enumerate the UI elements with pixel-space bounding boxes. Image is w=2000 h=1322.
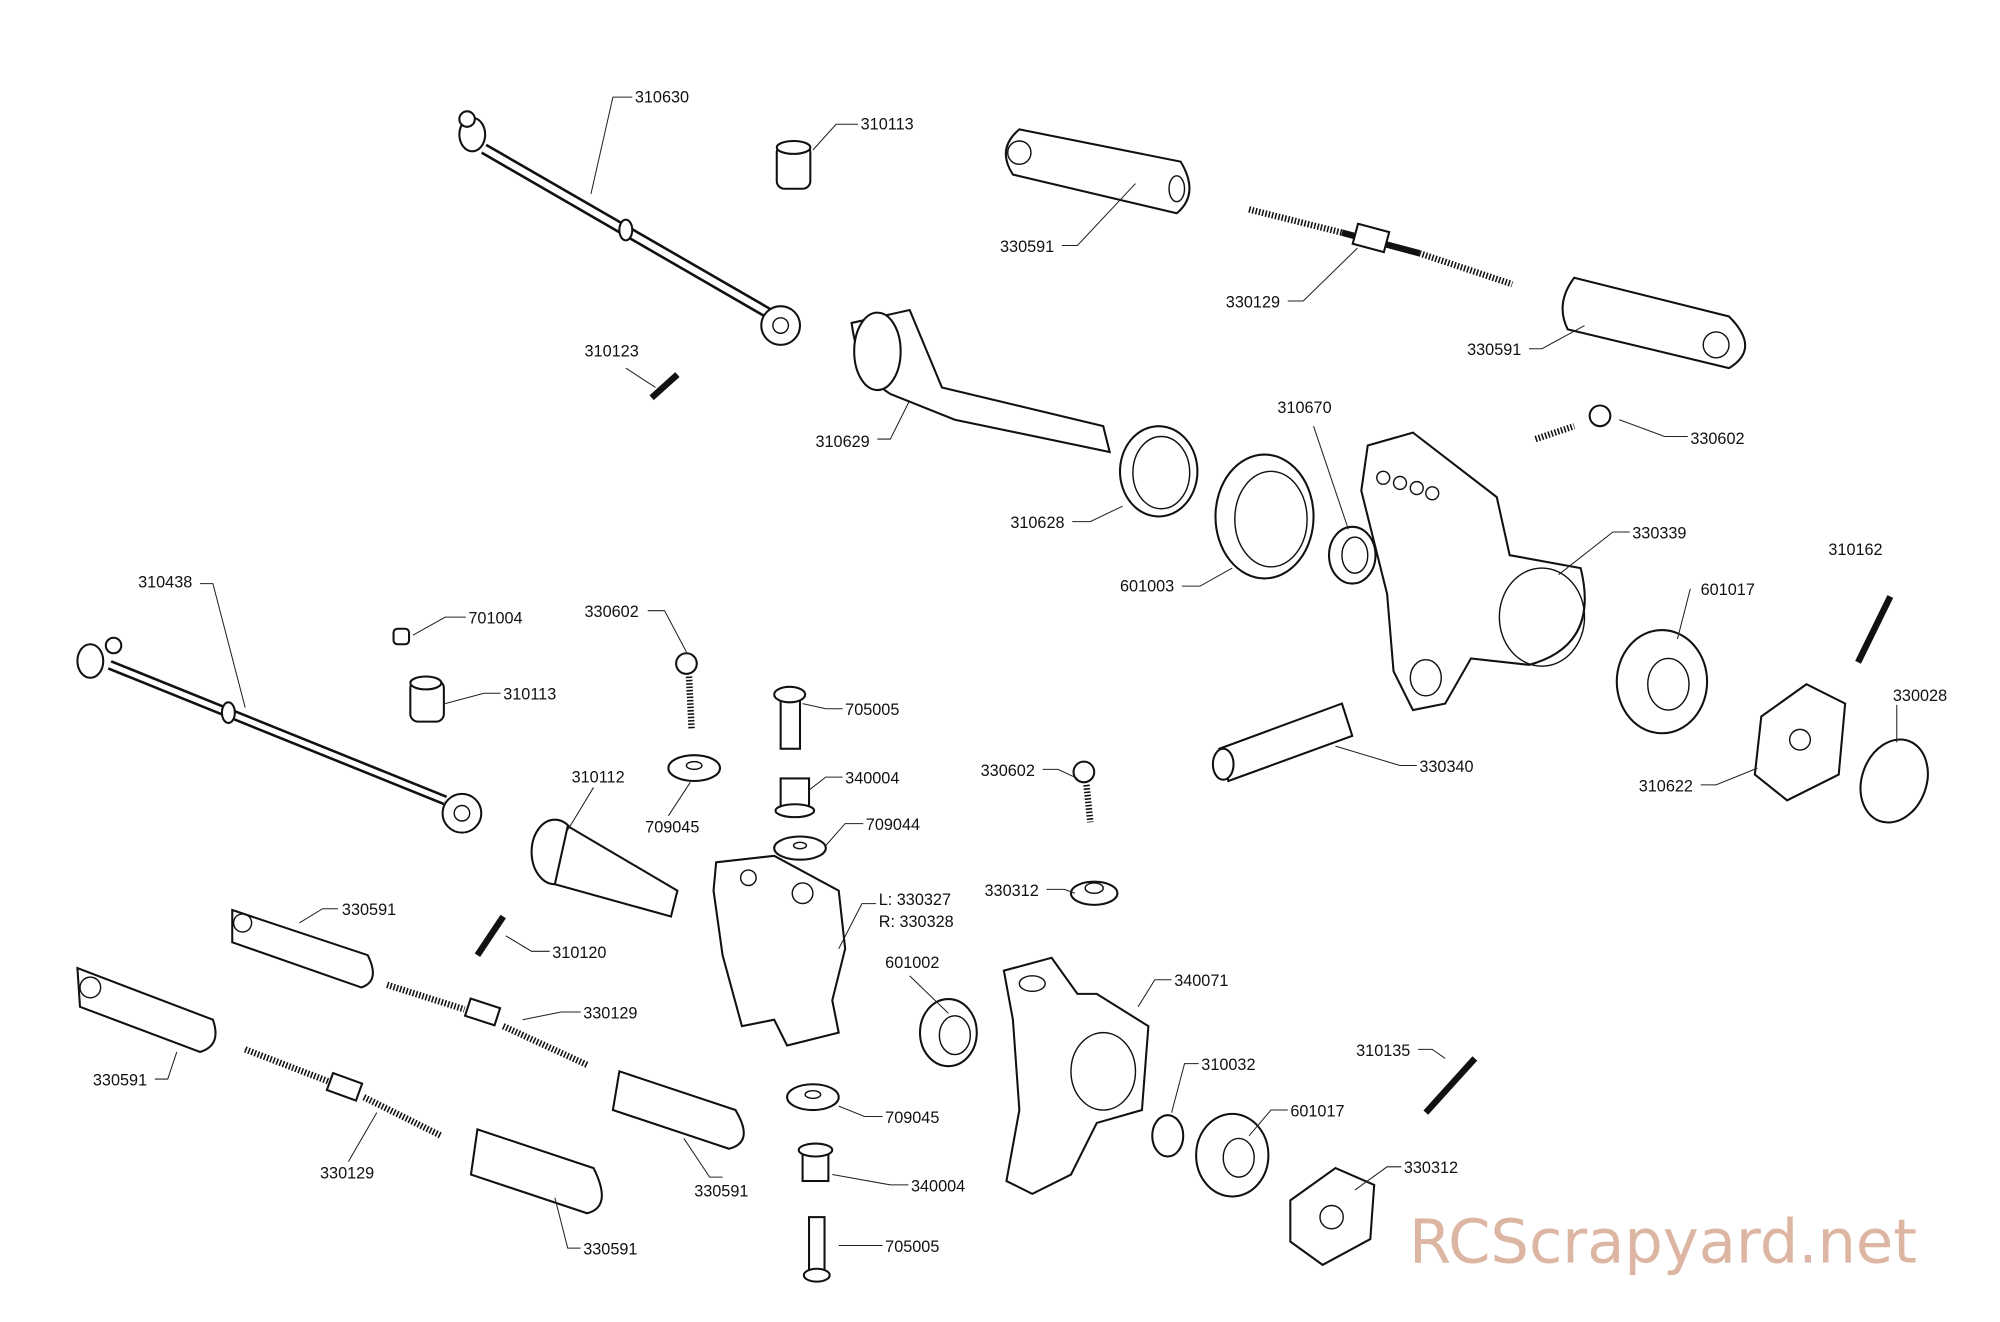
driveshaft-310438	[76, 636, 483, 834]
part-label: 310135	[1356, 1042, 1410, 1060]
hub-carrier-330339	[1360, 431, 1586, 712]
o-ring-330028	[1859, 738, 1929, 824]
bushing-340004-b	[797, 1142, 834, 1183]
part-label: 330602	[1690, 430, 1744, 448]
part-label: 310629	[815, 433, 869, 451]
rod-end-330591-c	[76, 966, 217, 1054]
ball-stud-330602-a	[675, 652, 698, 730]
bearing-601017-top	[1615, 629, 1709, 735]
part-label: 330312	[1404, 1159, 1458, 1177]
axle-310112	[530, 818, 679, 918]
drive-cup-310629	[850, 308, 1112, 454]
shim-310032	[1151, 1114, 1185, 1158]
pin-310135	[1423, 1056, 1478, 1115]
part-label: 330591	[93, 1072, 147, 1090]
turnbuckle-330129-c	[244, 1046, 443, 1139]
turnbuckle-330129-top	[1248, 206, 1514, 288]
washer-709045-a	[667, 754, 722, 783]
hex-330312	[1289, 1166, 1376, 1267]
part-label: 330339	[1632, 524, 1686, 542]
leader-lines	[154, 96, 1898, 1249]
bearing-601002	[918, 998, 978, 1068]
part-label: 330602	[585, 603, 639, 621]
part-label: 310123	[585, 342, 639, 360]
washer-709044	[773, 835, 827, 861]
driveshaft-310630	[458, 110, 802, 346]
ball-stud-330602-top	[1534, 404, 1612, 443]
part-label: 601003	[1120, 577, 1174, 595]
part-label: 340071	[1174, 972, 1228, 990]
part-label: 310032	[1201, 1056, 1255, 1074]
part-label: L: 330327	[879, 891, 951, 909]
pin-330340	[1211, 702, 1354, 783]
caster-block-330327-330328	[712, 854, 847, 1047]
part-label: 330591	[342, 901, 396, 919]
rod-end-330591-d	[611, 1069, 745, 1150]
part-label: 310438	[138, 573, 192, 591]
screw-705005-bottom	[802, 1216, 831, 1283]
part-label: 601002	[885, 954, 939, 972]
part-label: 709045	[885, 1109, 939, 1127]
part-label: 340004	[911, 1177, 965, 1195]
part-label: 705005	[845, 701, 899, 719]
steering-knuckle-340071	[1002, 956, 1150, 1196]
part-label: 709044	[866, 816, 920, 834]
part-label: 330129	[1226, 293, 1280, 311]
part-label: 330028	[1893, 687, 1947, 705]
part-label: 330602	[981, 762, 1035, 780]
part-label: 310113	[503, 686, 556, 704]
part-label: 330591	[1000, 238, 1054, 256]
part-label: 601017	[1290, 1102, 1344, 1120]
rod-end-330591-b	[231, 908, 374, 989]
part-label: 330591	[583, 1241, 637, 1259]
bushing-310670	[1328, 525, 1377, 585]
part-labels: 310630 310113 330591 330129 330591 31012…	[93, 88, 1947, 1258]
rod-end-330591-e	[469, 1128, 603, 1215]
part-label: 330591	[694, 1182, 748, 1200]
cup-310113-top	[775, 139, 812, 190]
watermark: RCScrapyard.net	[1409, 1207, 1917, 1277]
cup-310113-lower	[409, 675, 445, 723]
hex-310622	[1753, 683, 1847, 802]
part-label: 340004	[845, 770, 899, 788]
part-label: 601017	[1701, 581, 1755, 599]
set-screw-701004	[392, 627, 411, 646]
part-label: 310628	[1010, 514, 1064, 532]
part-label: 709045	[645, 819, 699, 837]
part-label: 330591	[1467, 341, 1521, 359]
part-label: R: 330328	[879, 913, 954, 931]
part-label: 310162	[1828, 541, 1882, 559]
pin-310162	[1855, 595, 1894, 664]
part-label: 310670	[1277, 399, 1331, 417]
pin-310120	[474, 914, 506, 957]
part-label: 310120	[552, 944, 606, 962]
parts-drawings	[76, 110, 1929, 1283]
rod-end-330591-right	[1561, 276, 1746, 370]
bearing-601003	[1214, 453, 1315, 580]
part-label: 310622	[1639, 777, 1693, 795]
bushing-340004-a	[774, 777, 816, 819]
part-label: 330340	[1419, 758, 1473, 776]
part-label: 705005	[885, 1238, 939, 1256]
part-label: 310112	[572, 768, 625, 786]
turnbuckle-330129-b	[386, 981, 589, 1068]
part-label: 330129	[320, 1164, 374, 1182]
part-label: 701004	[468, 610, 522, 628]
part-label: 310113	[861, 115, 914, 133]
pin-310123	[649, 372, 680, 401]
washer-709045-b	[786, 1083, 840, 1112]
part-label: 310630	[635, 88, 689, 106]
screw-705005-top	[773, 685, 807, 750]
washer-330312-a	[1069, 880, 1119, 906]
part-label: 330312	[985, 882, 1039, 900]
part-label: 330129	[583, 1004, 637, 1022]
ball-stud-330602-b	[1072, 760, 1096, 823]
spacer-310628	[1118, 425, 1199, 518]
rod-end-330591-top	[1004, 128, 1191, 215]
